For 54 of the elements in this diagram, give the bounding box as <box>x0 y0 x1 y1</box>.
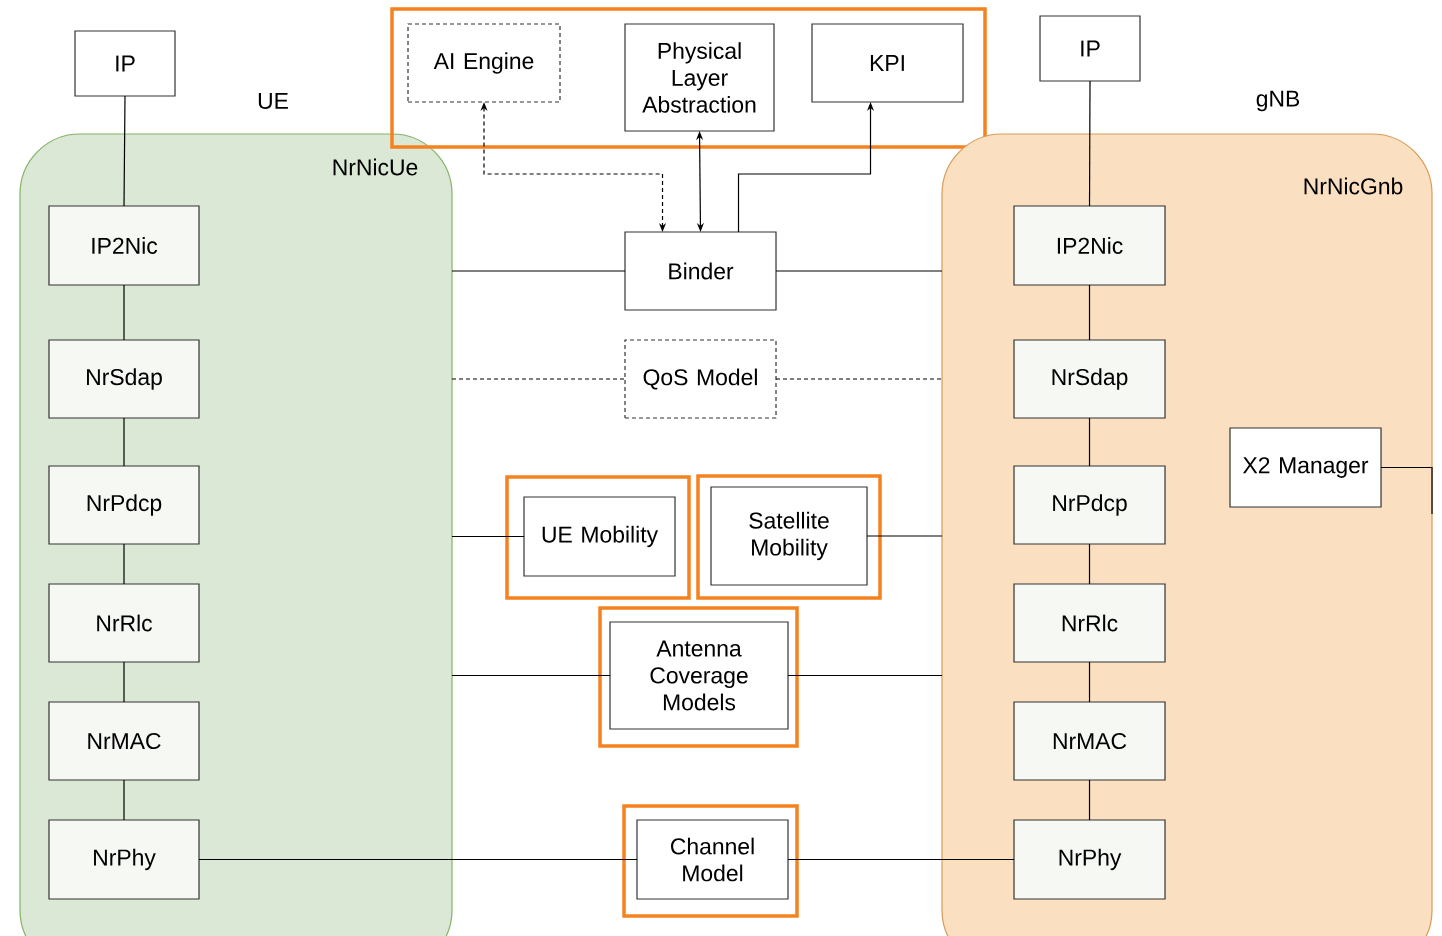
process-box: IP <box>1039 15 1141 82</box>
connector <box>451 270 626 272</box>
layer-box: NrSdap <box>1013 339 1166 419</box>
connector <box>787 858 1015 861</box>
layer-box: IP2Nic <box>1013 205 1166 286</box>
process-box: Antenna Coverage Models <box>609 621 789 730</box>
connector <box>1088 417 1091 467</box>
entity-label: gNB <box>1256 90 1300 112</box>
process-box: IP <box>74 30 176 97</box>
connector <box>123 661 125 703</box>
layer-box: NrRlc <box>1013 583 1166 663</box>
process-box: Physical Layer Abstraction <box>624 23 775 132</box>
connector <box>123 95 126 207</box>
layer-box: IP2Nic <box>48 205 200 286</box>
connector <box>866 535 943 537</box>
layer-box: NrMAC <box>1013 701 1166 781</box>
process-box: Satellite Mobility <box>710 486 868 586</box>
process-box: X2 Manager <box>1229 427 1382 508</box>
connector <box>451 378 626 380</box>
process-box: Channel Model <box>636 819 789 900</box>
connector <box>775 270 943 272</box>
layer-box: NrPhy <box>48 819 200 900</box>
layer-box: NrSdap <box>48 339 200 419</box>
connector <box>1088 661 1091 703</box>
connector <box>123 284 125 341</box>
highlight-frame <box>505 475 691 600</box>
highlight-frame <box>390 7 987 149</box>
highlight-frame <box>622 804 799 918</box>
connector <box>1088 779 1091 821</box>
layer-box: NrPdcp <box>1013 465 1166 545</box>
dashed-box: AI Engine <box>407 23 561 103</box>
layer-box: NrPhy <box>1013 819 1166 900</box>
highlight-frame <box>598 606 799 748</box>
layer-box: NrPdcp <box>48 465 200 545</box>
connector <box>451 535 525 538</box>
entity-label: UE <box>258 93 288 109</box>
dashed-box: QoS Model <box>624 339 777 419</box>
process-box: UE Mobility <box>523 496 676 577</box>
connector <box>123 417 125 467</box>
process-box: KPI <box>811 23 964 103</box>
connector <box>198 858 638 861</box>
connector <box>451 674 611 677</box>
connector <box>1380 466 1433 515</box>
highlight-frame <box>696 474 882 600</box>
process-box: Binder <box>624 231 777 311</box>
connector <box>1088 543 1091 585</box>
connector <box>1088 80 1091 207</box>
connector <box>123 543 125 585</box>
layer-box: NrRlc <box>48 583 200 663</box>
layer-box: NrMAC <box>48 701 200 781</box>
connector <box>775 378 943 380</box>
connector <box>1088 284 1091 341</box>
connector <box>123 779 125 821</box>
connector <box>787 674 943 677</box>
